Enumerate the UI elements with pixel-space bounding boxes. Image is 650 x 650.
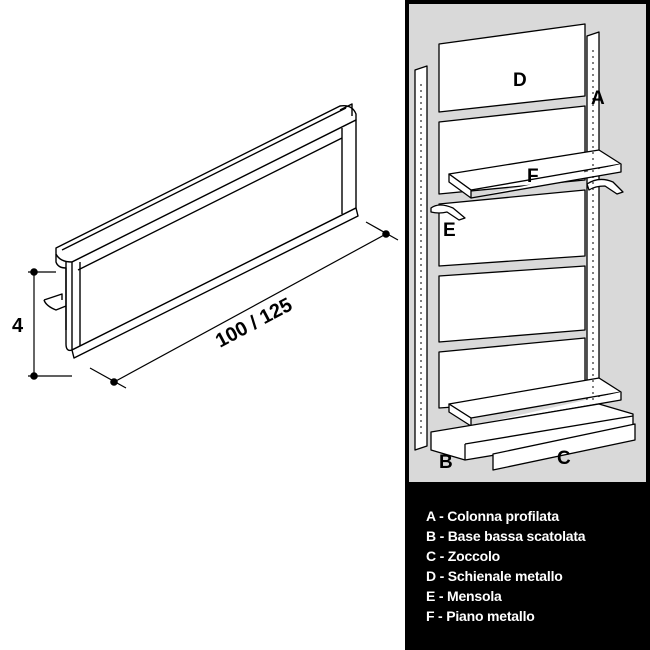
shelving-diagram: D A F E C B: [409, 4, 646, 482]
legend-item-e: E - Mensola: [426, 588, 502, 604]
price-strip-profile: [43, 103, 359, 359]
legend-item-d: D - Schienale metallo: [426, 568, 563, 584]
back-panel-1: [438, 23, 586, 113]
plinth: [492, 423, 636, 471]
column-perforations: [420, 50, 594, 436]
letter-d: D: [513, 70, 527, 91]
height-dimension: [28, 268, 72, 380]
height-label: 4: [12, 315, 24, 337]
back-panel-3: [438, 189, 586, 267]
legend-item-c: C - Zoccolo: [426, 548, 501, 564]
profile-drawing: 4 100 / 125: [12, 103, 399, 389]
length-dimension: [89, 221, 399, 389]
letter-e: E: [443, 220, 456, 241]
legend-list: A - Colonna profilata B - Base bassa sca…: [426, 506, 586, 626]
letter-f: F: [527, 166, 539, 187]
legend-item-a: A - Colonna profilata: [426, 508, 559, 524]
letter-b: B: [439, 452, 453, 473]
letter-c: C: [557, 448, 571, 469]
bracket-right: [586, 178, 624, 195]
back-panel-4: [438, 265, 586, 343]
length-label: 100 / 125: [212, 294, 296, 353]
legend-item-b: B - Base bassa scatolata: [426, 528, 586, 544]
bracket-left: [430, 204, 466, 221]
letter-a: A: [591, 88, 605, 109]
legend-item-f: F - Piano metallo: [426, 608, 535, 624]
